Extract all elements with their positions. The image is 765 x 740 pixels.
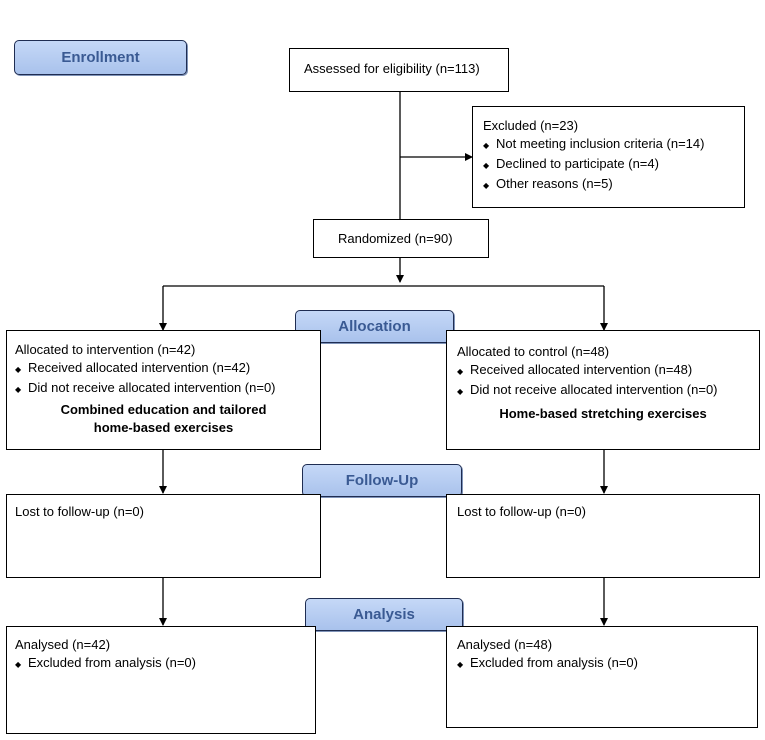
followup-stage-label: Follow-Up	[302, 464, 462, 497]
bullet-icon: ◆	[483, 141, 490, 150]
control-analysed: Analysed (n=48)	[457, 637, 553, 652]
list-item: ◆ Other reasons (n=5)	[483, 175, 744, 195]
randomized-text: Randomized (n=90)	[338, 231, 453, 246]
control-excluded-analysis: Excluded from analysis (n=0)	[470, 655, 638, 670]
list-item: ◆ Received allocated intervention (n=42)	[15, 359, 320, 379]
control-received: Received allocated intervention (n=48)	[470, 362, 693, 377]
list-item: ◆ Excluded from analysis (n=0)	[457, 654, 757, 674]
bullet-icon: ◆	[15, 660, 22, 669]
allocation-stage-label: Allocation	[295, 310, 454, 343]
list-item: ◆ Received allocated intervention (n=48)	[457, 361, 759, 381]
list-item: ◆ Excluded from analysis (n=0)	[15, 654, 315, 674]
bullet-icon: ◆	[483, 161, 490, 170]
bullet-icon: ◆	[15, 385, 22, 394]
intervention-allocation-box: Allocated to intervention (n=42) ◆ Receiv…	[6, 330, 321, 450]
bullet-icon: ◆	[457, 367, 464, 376]
intervention-lost-followup: Lost to follow-up (n=0)	[15, 504, 144, 519]
excluded-reason: Other reasons (n=5)	[496, 176, 613, 191]
intervention-treatment-line1: Combined education and tailored	[60, 402, 267, 417]
control-allocated-text: Allocated to control (n=48)	[457, 344, 610, 359]
control-lost-followup: Lost to follow-up (n=0)	[457, 504, 586, 519]
excluded-box: Excluded (n=23) ◆ Not meeting inclusion c…	[472, 106, 745, 208]
control-not-received: Did not receive allocated intervention (…	[470, 382, 718, 397]
analysis-stage-label: Analysis	[305, 598, 463, 631]
control-allocation-box: Allocated to control (n=48) ◆ Received al…	[446, 330, 760, 450]
assessed-text: Assessed for eligibility (n=113)	[304, 61, 480, 76]
intervention-received: Received allocated intervention (n=42)	[28, 360, 251, 375]
intervention-analysis-box: Analysed (n=42) ◆ Excluded from analysis …	[6, 626, 316, 734]
list-item: ◆ Declined to participate (n=4)	[483, 155, 744, 175]
excluded-reason: Not meeting inclusion criteria (n=14)	[496, 136, 705, 151]
control-analysis-box: Analysed (n=48) ◆ Excluded from analysis …	[446, 626, 758, 728]
bullet-icon: ◆	[457, 660, 464, 669]
list-item: ◆ Not meeting inclusion criteria (n=14)	[483, 135, 744, 155]
control-followup-box: Lost to follow-up (n=0)	[446, 494, 760, 578]
assessed-box: Assessed for eligibility (n=113)	[289, 48, 509, 92]
intervention-allocated-text: Allocated to intervention (n=42)	[15, 342, 196, 357]
control-treatment: Home-based stretching exercises	[499, 406, 707, 421]
bullet-icon: ◆	[15, 365, 22, 374]
list-item: ◆ Did not receive allocated intervention …	[15, 379, 320, 399]
excluded-title: Excluded (n=23)	[483, 118, 579, 133]
bullet-icon: ◆	[457, 387, 464, 396]
bullet-icon: ◆	[483, 181, 490, 190]
intervention-excluded-analysis: Excluded from analysis (n=0)	[28, 655, 196, 670]
randomized-box: Randomized (n=90)	[313, 219, 489, 258]
excluded-reason: Declined to participate (n=4)	[496, 156, 659, 171]
intervention-analysed: Analysed (n=42)	[15, 637, 111, 652]
list-item: ◆ Did not receive allocated intervention …	[457, 381, 759, 401]
intervention-treatment-line2: home-based exercises	[93, 420, 234, 435]
intervention-followup-box: Lost to follow-up (n=0)	[6, 494, 321, 578]
enrollment-stage-label: Enrollment	[14, 40, 187, 75]
intervention-not-received: Did not receive allocated intervention (…	[28, 380, 276, 395]
